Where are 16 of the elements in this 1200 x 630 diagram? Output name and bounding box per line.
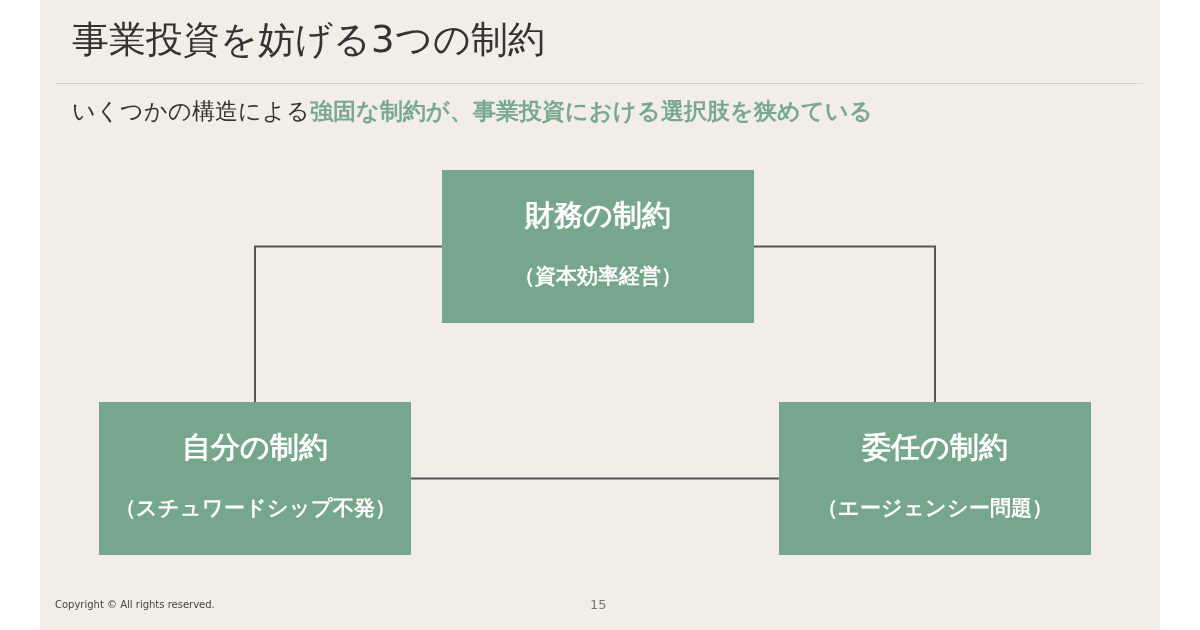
page-number: 15 — [590, 597, 607, 612]
box-subheading: （資本効率経営） — [514, 264, 682, 290]
box-heading: 財務の制約 — [525, 198, 671, 233]
slide-title: 事業投資を妨げる3つの制約 — [72, 18, 545, 63]
process-box — [99, 402, 411, 555]
process-box — [779, 402, 1091, 555]
subtitle-text: いくつかの構造による強固な制約が、事業投資における選択肢を狭めている — [72, 97, 873, 126]
copyright-text: Copyright © All rights reserved. — [55, 599, 215, 610]
box-heading: 自分の制約 — [182, 430, 328, 465]
box-subheading: （スチュワードシップ不発） — [114, 496, 396, 522]
connector-line — [410, 477, 780, 480]
connector-line — [753, 245, 936, 403]
process-box — [442, 170, 754, 323]
box-heading: 委任の制約 — [862, 430, 1008, 465]
connector-line — [254, 245, 443, 403]
box-subheading: （エージェンシー問題） — [817, 496, 1053, 522]
